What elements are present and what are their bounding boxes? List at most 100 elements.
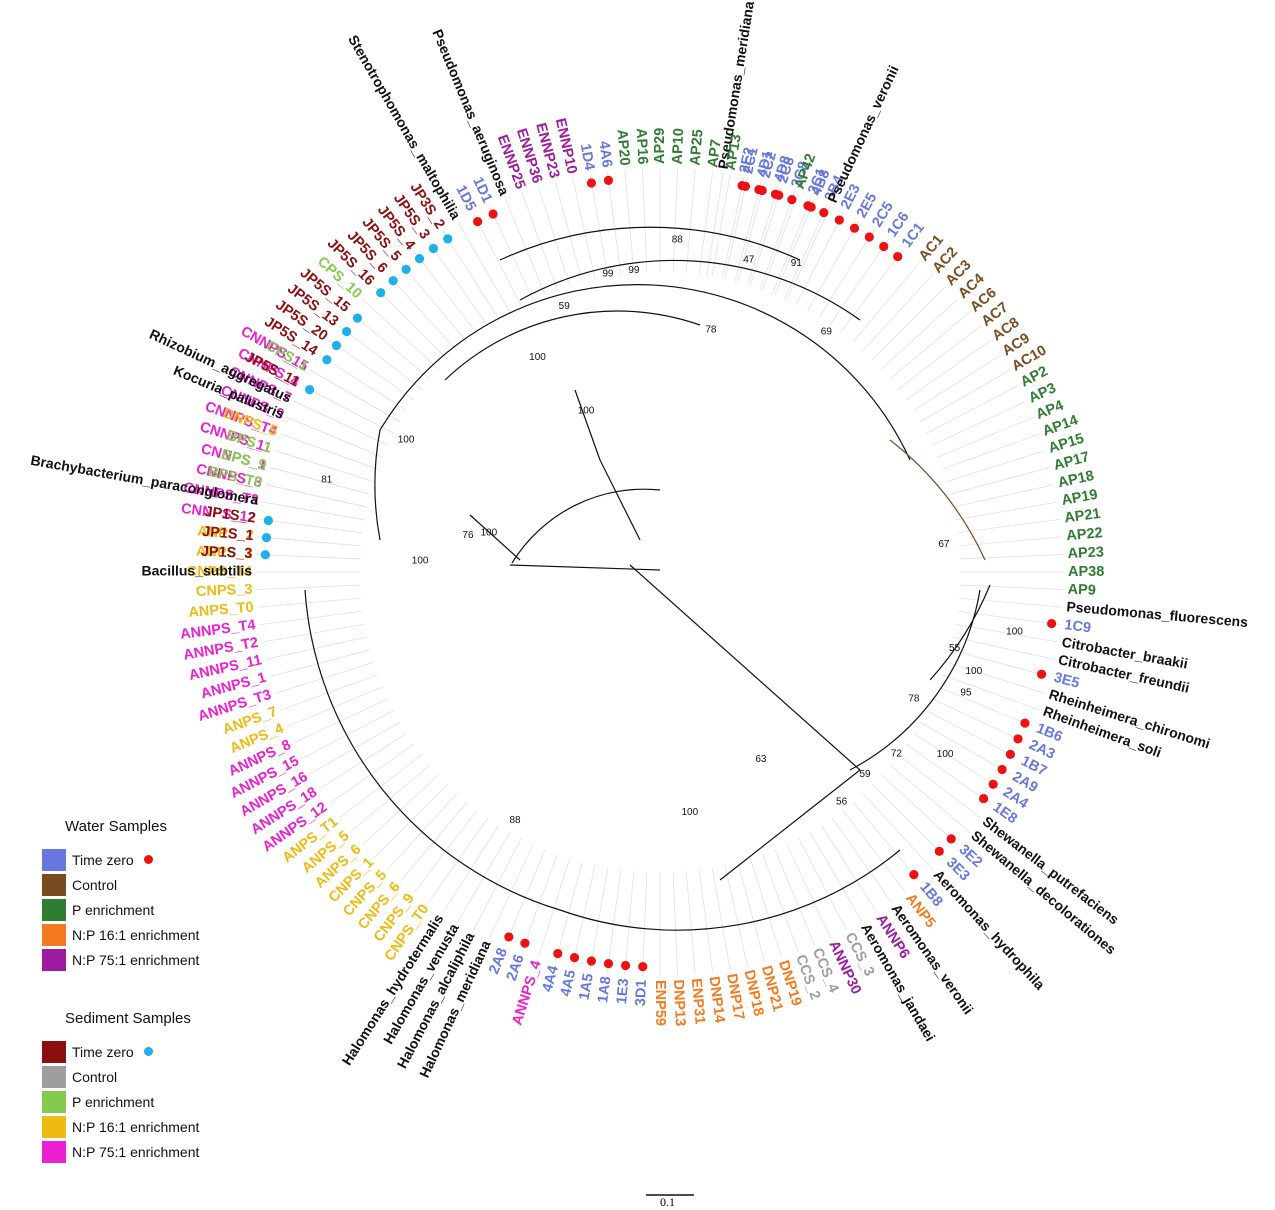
leaf-guide	[880, 774, 959, 846]
legend-sediment-label-control: Control	[72, 1068, 118, 1085]
bootstrap-value: 100	[398, 435, 415, 446]
leaf-guide	[301, 710, 395, 759]
leaf-guide	[958, 536, 1063, 547]
leaf-guide	[413, 251, 478, 335]
sediment-time-zero-dot	[260, 550, 270, 560]
leaf-guide-lines	[256, 168, 1064, 976]
water-time-zero-dot	[569, 953, 580, 963]
water-time-zero-dot	[488, 209, 498, 219]
legend-water-label-time-zero: Time zero	[72, 851, 134, 868]
legend-water-title: Water Samples	[65, 818, 167, 835]
leaf-guide	[361, 298, 440, 370]
leaf-guide	[265, 484, 368, 508]
bootstrap-value: 100	[682, 807, 699, 818]
leaf-guide	[427, 240, 489, 327]
leaf-guide	[852, 262, 920, 343]
legend-sediment-swatch-p	[42, 1090, 66, 1113]
leaf-guide	[937, 417, 1034, 458]
water-time-zero-dot	[997, 764, 1007, 775]
leaf-guide	[912, 732, 1001, 790]
leaf-guide	[309, 721, 401, 775]
leaf-label: DNP17	[723, 972, 747, 1021]
leaf-guide	[955, 623, 1058, 643]
leaf-guide	[818, 229, 875, 318]
legend-water-swatch-p	[42, 898, 66, 921]
leaf-guide	[925, 710, 1019, 759]
leaf-guide	[889, 764, 970, 832]
leaf-guide	[919, 369, 1011, 423]
bootstrap-value: 47	[743, 254, 755, 265]
arc-top-1	[444, 310, 701, 381]
scale-bar-label: 0.1	[660, 1195, 675, 1209]
sediment-time-zero-dot	[263, 515, 273, 526]
leaf-guide	[706, 172, 724, 276]
leaf-guide	[286, 686, 383, 727]
leaf-label: JP1S_3	[200, 544, 252, 562]
sediment-time-zero-dot	[401, 264, 411, 275]
legend-water-label-p: P enrichment	[72, 901, 155, 918]
leaf-label: AP29	[652, 128, 668, 164]
water-time-zero-dot	[553, 948, 563, 959]
leaf-guide	[711, 867, 731, 970]
leaf-guide	[795, 211, 844, 305]
sediment-time-zero-dot	[342, 326, 352, 337]
water-time-zero-dot	[586, 178, 597, 188]
leaf-guide	[912, 354, 1001, 412]
bootstrap-value: 100	[578, 405, 595, 416]
leaf-guide	[871, 783, 946, 858]
water-time-zero-dot	[988, 779, 998, 789]
leaf-guide	[269, 467, 371, 495]
leaf-guide	[957, 518, 1061, 534]
leaf-guide	[897, 325, 981, 390]
leaf-label: 4D8	[771, 154, 794, 184]
sediment-time-zero-dot	[388, 276, 398, 286]
legend-sediment-label-time-zero: Time zero	[72, 1043, 134, 1060]
leaf-label: DNP13	[670, 979, 688, 1026]
bootstrap-value: 76	[462, 530, 474, 541]
bootstrap-value: 63	[755, 754, 767, 765]
leaf-guide	[831, 817, 893, 904]
leaf-guide	[280, 433, 379, 470]
leaf-guide	[762, 192, 799, 291]
leaf-guide	[809, 831, 863, 923]
bootstrap-value: 100	[1006, 627, 1023, 638]
leaf-guide	[897, 754, 981, 819]
leaf-label: Pseudomonas_veronii	[824, 63, 902, 205]
leaf-guide	[698, 171, 714, 275]
leaf-guide	[262, 623, 365, 643]
legend-sediment-dot-icon	[143, 1047, 153, 1056]
leaf-label: ENP31	[688, 978, 708, 1025]
legend-water-row: P enrichment	[42, 897, 199, 922]
water-time-zero-dot	[1036, 669, 1047, 679]
leaf-guide	[262, 501, 365, 521]
legend-sediment-row: N:P 16:1 enrichment	[42, 1114, 199, 1139]
leaf-guide	[328, 339, 415, 401]
leaf-label: AP9	[1067, 582, 1096, 599]
bootstrap-value: 100	[529, 352, 546, 363]
leaf-label: ANPS_1	[196, 544, 253, 562]
leaf-label: AP20	[613, 129, 632, 167]
leaf-guide	[747, 185, 779, 286]
leaf-guide	[257, 536, 362, 547]
stem-4	[469, 514, 521, 561]
stem-5	[719, 769, 861, 881]
water-time-zero-dot	[934, 846, 944, 856]
arc-inner	[511, 488, 661, 564]
leaf-label: JP1S_2	[203, 504, 256, 527]
leaf-label: 2C8	[775, 155, 798, 185]
sediment-time-zero-dot	[376, 288, 386, 298]
legend-water-label-np75: N:P 75:1 enrichment	[72, 951, 200, 968]
water-time-zero-dot	[1020, 718, 1030, 728]
leaf-label: 2C2	[758, 150, 780, 180]
leaf-guide	[880, 298, 959, 370]
legend-sediment-label-np16: N:P 16:1 enrichment	[72, 1118, 200, 1135]
legend-sediment-label-p: P enrichment	[72, 1093, 155, 1110]
legend-sediment-row: N:P 75:1 enrichment	[42, 1139, 199, 1164]
leaf-label: CNPS_3	[196, 582, 253, 600]
water-time-zero-dot	[893, 251, 903, 262]
leaf-guide	[269, 649, 371, 677]
bootstrap-value: 99	[628, 265, 640, 276]
water-time-zero-dot	[909, 869, 919, 880]
leaf-guide	[931, 400, 1027, 446]
